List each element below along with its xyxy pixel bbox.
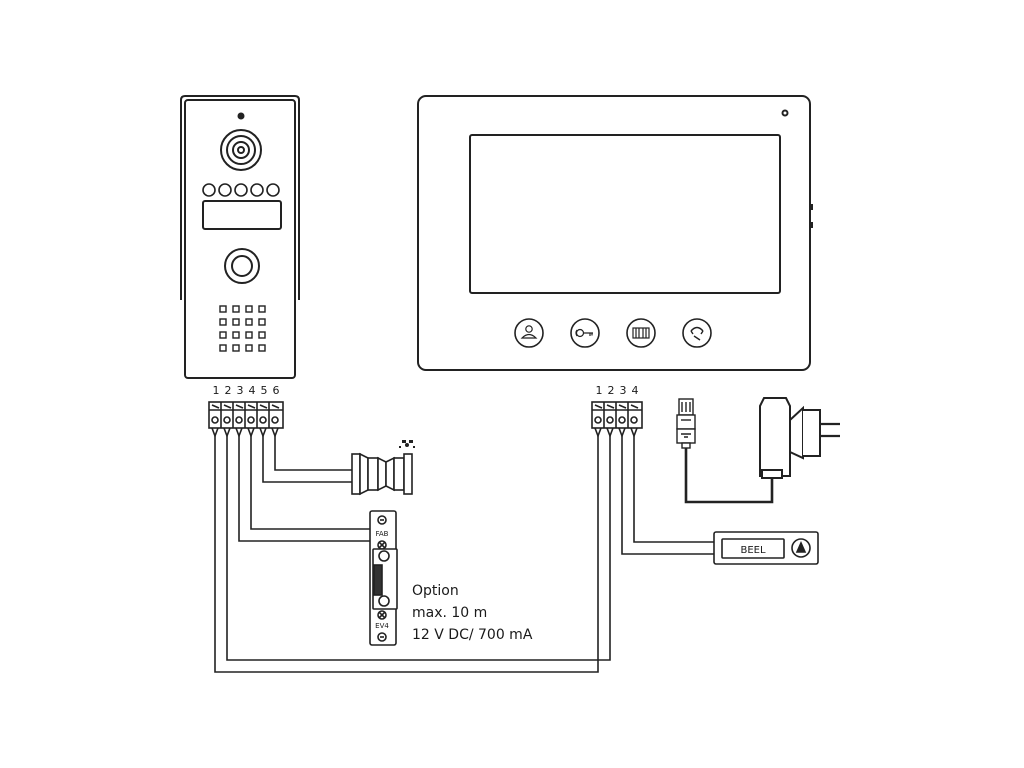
monitor-terminal-block [591, 401, 643, 439]
option-max-distance: max. 10 m [412, 605, 487, 621]
door-pin-label: 2 [225, 384, 232, 397]
side-port [809, 204, 813, 210]
door-station-back-plate [180, 95, 300, 300]
person-icon [520, 325, 538, 339]
bell-button-label: BEEL [740, 545, 765, 556]
plug-prong [820, 422, 840, 438]
side-port [809, 222, 813, 228]
wire-lock-b [250, 436, 370, 530]
door-pin-label: 6 [273, 384, 280, 397]
lock-label-bottom: EV4 [375, 622, 389, 630]
camera-lens-icon [220, 129, 262, 171]
wire-power [684, 446, 774, 504]
gate-icon [632, 327, 650, 339]
door-terminal-labels: 1 2 3 4 5 6 [213, 384, 280, 397]
monitor-frame [417, 95, 811, 371]
monitor-pin-label: 2 [608, 384, 615, 397]
power-connector [676, 398, 696, 449]
wire-gate-a [262, 436, 352, 483]
door-pin-label: 5 [261, 384, 268, 397]
spark-icon [399, 440, 415, 448]
call-button [224, 248, 260, 284]
option-label: Option [412, 583, 459, 599]
monitor-pin-label: 4 [632, 384, 639, 397]
monitor-talk-button [514, 318, 544, 348]
bell-push-button: BEEL [713, 531, 819, 565]
monitor-pin-label: 1 [596, 384, 603, 397]
monitor-hangup-button [682, 318, 712, 348]
door-terminal-block [208, 401, 284, 439]
wire-bus-b [226, 436, 611, 661]
indoor-monitor [417, 95, 813, 371]
wire-bell-a [621, 436, 714, 555]
wires [214, 436, 774, 673]
option-note: Option max. 10 m 12 V DC/ 700 mA [412, 583, 533, 643]
speaker-grille [219, 305, 266, 352]
wire-bus-a [214, 436, 599, 673]
door-station [180, 95, 300, 379]
monitor-screen [469, 134, 781, 294]
monitor-unlock-button [570, 318, 600, 348]
power-led-icon [781, 109, 789, 117]
wire-bell-b [633, 436, 714, 543]
wire-lock-a [238, 436, 370, 542]
door-station-microphone-icon [237, 112, 245, 120]
monitor-gate-button [626, 318, 656, 348]
lock-label-top: FAB [376, 530, 389, 538]
key-icon [575, 328, 593, 338]
phone-handset-icon [690, 326, 704, 341]
power-adapter [759, 397, 840, 479]
electric-lock: FAB EV4 [369, 510, 398, 646]
gate-opener [351, 440, 415, 496]
door-station-front-panel [184, 99, 296, 379]
bell-icon [791, 538, 811, 558]
door-pin-label: 4 [249, 384, 256, 397]
ir-led-row [202, 183, 280, 197]
wire-gate-b [274, 436, 352, 471]
monitor-pin-label: 3 [620, 384, 627, 397]
name-plate [202, 200, 282, 230]
door-pin-label: 3 [237, 384, 244, 397]
option-power-rating: 12 V DC/ 700 mA [412, 627, 533, 643]
monitor-terminal-labels: 1 2 3 4 [596, 384, 639, 397]
door-pin-label: 1 [213, 384, 220, 397]
